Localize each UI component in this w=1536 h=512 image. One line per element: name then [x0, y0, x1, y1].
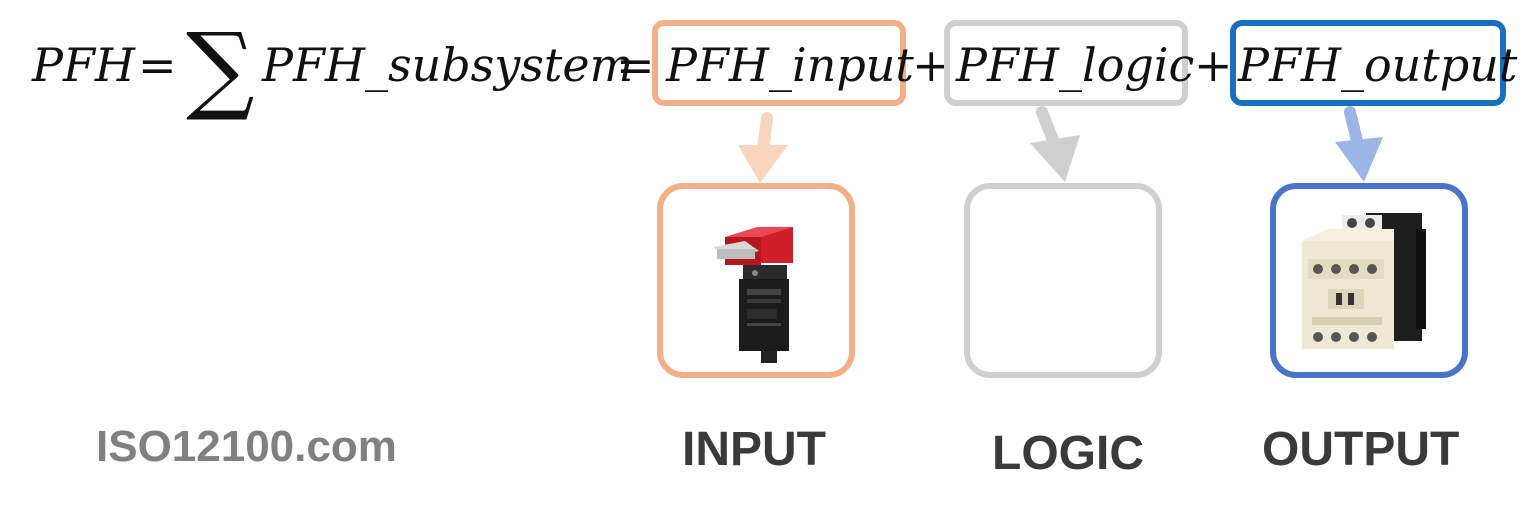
pfh-logic-term: PFH_logic — [956, 38, 1195, 92]
input-label: INPUT — [682, 423, 826, 476]
pfh-total-symbol: PFH — [32, 38, 135, 92]
plus-sign-2: + — [1194, 38, 1233, 92]
logic-label: LOGIC — [992, 427, 1144, 480]
contactor-icon — [1302, 213, 1426, 349]
pfh-subsystem-term: PFH_subsystem — [262, 38, 634, 92]
logic-term-box — [944, 20, 1188, 106]
input-arrow — [738, 112, 788, 183]
equals-sign-2: = — [616, 38, 655, 92]
input-term-box — [652, 20, 906, 106]
output-term-box — [1230, 20, 1506, 106]
input-component-box — [657, 183, 855, 378]
logic-component-box — [964, 183, 1162, 378]
equals-sign-1: = — [138, 38, 177, 92]
logic-arrow — [1030, 106, 1080, 182]
output-arrow — [1335, 106, 1383, 182]
safety-switch-icon — [713, 227, 793, 363]
summation-symbol: ∑ — [186, 12, 255, 124]
output-label: OUTPUT — [1262, 423, 1460, 476]
pfh-output-term: PFH_output — [1238, 38, 1518, 92]
site-watermark: ISO12100.com — [96, 422, 397, 471]
output-component-box — [1270, 183, 1468, 378]
pfh-input-term: PFH_input — [666, 38, 914, 92]
